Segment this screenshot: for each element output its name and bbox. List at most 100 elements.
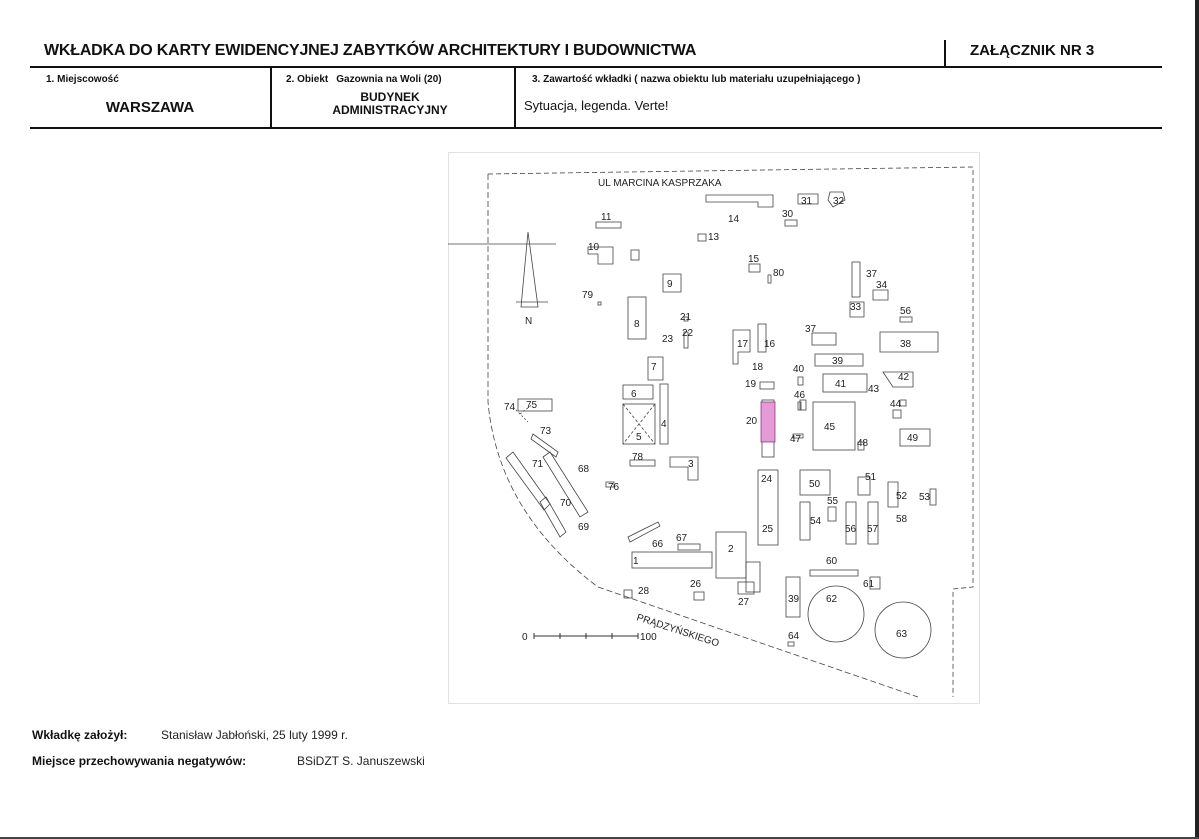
header-divider [944,40,946,66]
building-label: 27 [738,597,750,608]
building-label: 38 [900,339,912,350]
building-label: 42 [898,372,910,383]
building-label: 31 [801,196,813,207]
north-label: N [525,316,532,327]
building-label: 63 [896,629,908,640]
building-label: 48 [857,438,869,449]
building-label: 62 [826,594,838,605]
building-label: 6 [631,389,637,400]
site-plan: UL MARCINA KASPRZAKA PRĄDZYŃSKIEGO N 0 1… [448,152,980,704]
building-label: 71 [532,459,544,470]
field-divider-2 [514,68,516,128]
building-label: 41 [835,379,847,390]
street-top-label: UL MARCINA KASPRZAKA [598,178,722,189]
building-label: 57 [867,524,879,535]
building-label: 69 [578,522,590,533]
object-label-text: 2. Obiekt [286,74,329,85]
building-label: 47 [790,434,802,445]
building-label: 56 [900,306,912,317]
building-label: 22 [682,328,694,339]
fields-rule [30,127,1162,129]
header-rule [30,66,1162,68]
building-label: 4 [661,419,667,430]
author-label: Wkładkę założył: [32,728,128,742]
building-label: 16 [764,339,776,350]
building-label: 44 [890,399,902,410]
building-label: 7 [651,362,657,373]
building-label: 28 [638,586,650,597]
storage-value: BSiDZT S. Januszewski [297,754,425,768]
place-value: WARSZAWA [105,99,195,116]
building-label: 40 [793,364,805,375]
building-label: 56 [845,524,857,535]
building-label: 21 [680,312,692,323]
building-label: 34 [876,280,888,291]
field-divider-1 [270,68,272,128]
building-label: 60 [826,556,838,567]
annex-number: ZAŁĄCZNIK NR 3 [970,42,1095,59]
building-label: 3 [688,459,694,470]
street-bottom-label: PRĄDZYŃSKIEGO [635,610,721,649]
highlighted-building-20 [760,401,776,443]
building-label: 13 [708,232,720,243]
building-label: 74 [504,402,516,413]
object-value-line1: BUDYNEK [360,90,420,104]
building-label: 67 [676,533,688,544]
building-label: 25 [762,524,774,535]
building-label: 80 [773,268,785,279]
building-label: 45 [824,422,836,433]
building-label: 76 [608,482,620,493]
building-label: 37 [805,324,817,335]
building-label: 61 [863,579,875,590]
building-label: 24 [761,474,773,485]
building-label: 18 [752,362,764,373]
building-label: 1 [633,556,639,567]
document-title: WKŁADKA DO KARTY EWIDENCYJNEJ ZABYTKÓW A… [44,42,697,59]
building-label: 30 [782,209,794,220]
building-label: 68 [578,464,590,475]
site-plan-svg: UL MARCINA KASPRZAKA PRĄDZYŃSKIEGO N 0 1… [448,152,980,704]
author-value: Stanisław Jabłoński, 25 luty 1999 r. [161,728,348,742]
building-label: 70 [560,498,572,509]
building-label: 14 [728,214,740,225]
scale-end: 100 [640,632,657,643]
object-label: 2. Obiekt Gazownia na Woli (20) [286,74,442,85]
building-label: 53 [919,492,931,503]
building-label: 58 [896,514,908,525]
building-label: 50 [809,479,821,490]
building-label: 9 [667,279,673,290]
object-value-line2: ADMINISTRACYJNY [332,103,448,117]
building-label: 37 [866,269,878,280]
building-label: 23 [662,334,674,345]
scan-edge-bottom [0,837,1199,839]
building-label: 32 [833,196,845,207]
object-subtitle: Gazownia na Woli (20) [336,74,442,85]
building-label: 49 [907,433,919,444]
place-label: 1. Miejscowość [46,74,119,85]
building-label: 10 [588,242,600,253]
building-label: 11 [601,212,612,223]
scale-start: 0 [522,632,528,643]
building-label: 19 [745,379,757,390]
building-label: 33 [850,302,862,313]
scan-edge-right [1195,0,1199,839]
content-value: Sytuacja, legenda. Verte! [524,98,669,113]
building-label: 73 [540,426,552,437]
building-label: 64 [788,631,800,642]
building-label: 26 [690,579,702,590]
building-label: 79 [582,290,594,301]
building-label: 52 [896,491,908,502]
content-label: 3. Zawartość wkładki ( nazwa obiektu lub… [532,74,861,85]
building-label: 15 [748,254,760,265]
building-label: 75 [526,400,538,411]
building-label: 78 [632,452,644,463]
building-label: 8 [634,319,640,330]
building-label: 55 [827,496,839,507]
building-label: 46 [794,390,806,401]
building-label: 17 [737,339,749,350]
storage-label: Miejsce przechowywania negatywów: [32,754,247,768]
building-label: 2 [728,544,734,555]
building-label: 51 [865,472,877,483]
building-label: 39 [832,356,844,367]
building-label: 5 [636,432,642,443]
